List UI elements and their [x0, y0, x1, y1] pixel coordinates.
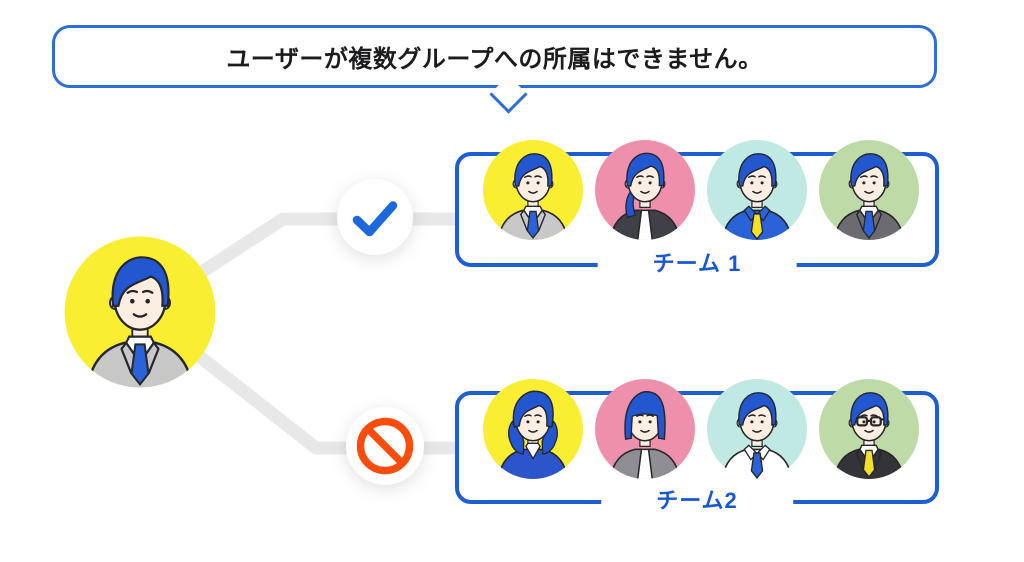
team2-label: チーム2 [601, 485, 793, 517]
check-icon [337, 179, 413, 255]
member-avatar-man-white-shirt [706, 378, 808, 480]
team2-box: チーム2 [455, 379, 939, 517]
team1-label: チーム 1 [597, 248, 797, 280]
member-avatar-man-blue-shirt [706, 139, 808, 241]
prohibited-icon [346, 407, 424, 485]
speech-bubble: ユーザーが複数グループへの所属はできません。 [52, 25, 937, 88]
team1-box: チーム 1 [455, 140, 939, 280]
team1-members [459, 140, 935, 263]
member-avatar-man-gray-suit [482, 139, 584, 241]
member-avatar-man-glasses-suit [818, 378, 920, 480]
speech-bubble-text: ユーザーが複数グループへの所属はできません。 [226, 46, 763, 73]
member-avatar-man-dark-suit [818, 139, 920, 241]
member-avatar-woman-ponytail [594, 139, 696, 241]
user-avatar [63, 235, 217, 389]
member-avatar-woman-bob [594, 378, 696, 480]
connector-team1-line [181, 212, 459, 289]
team2-members [459, 379, 935, 500]
member-avatar-woman-curly [482, 378, 584, 480]
